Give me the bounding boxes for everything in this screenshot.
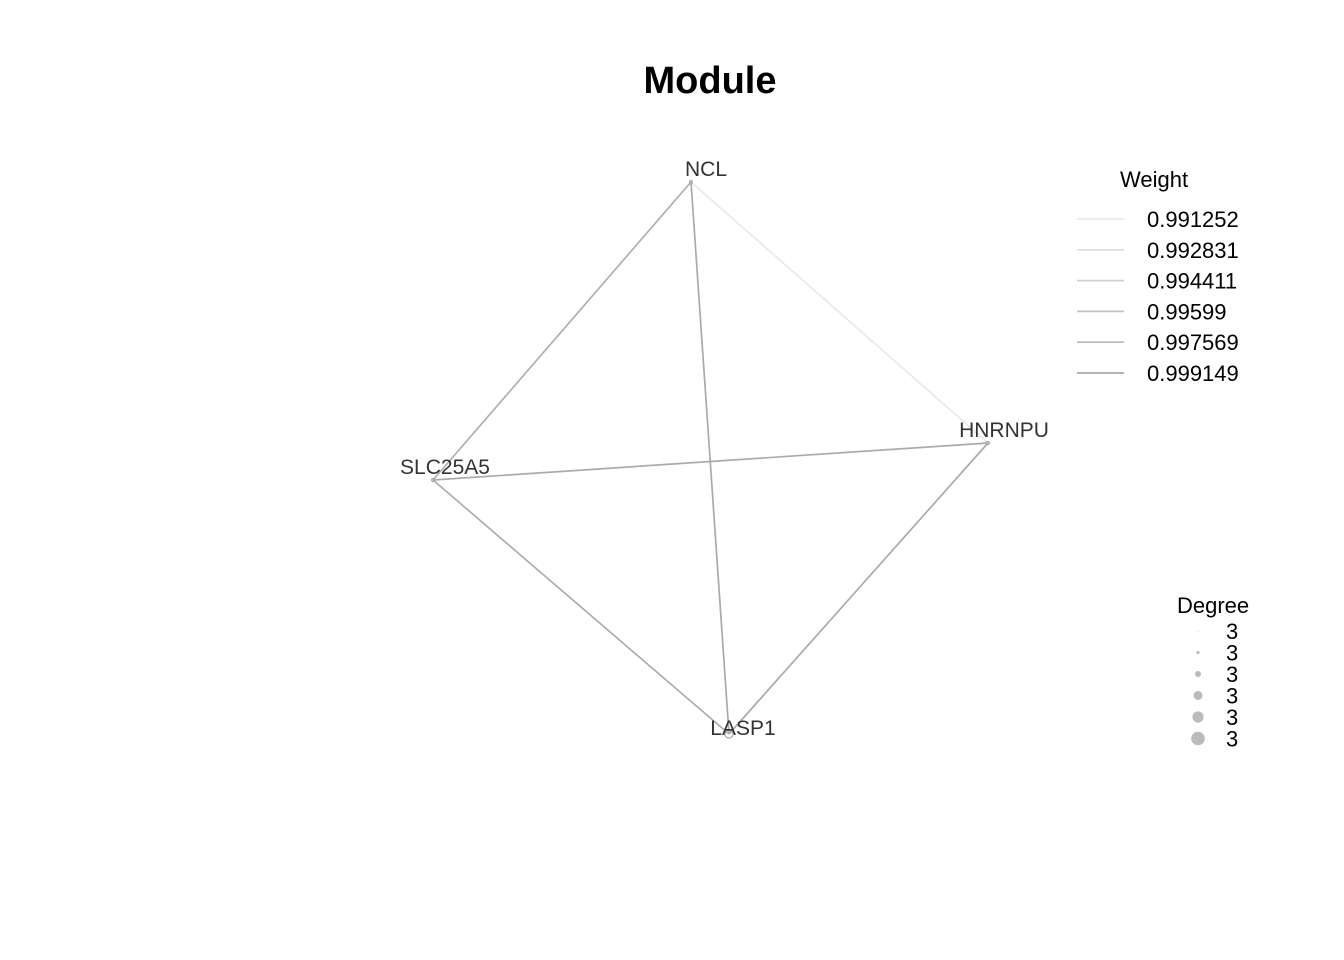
weight-legend-label: 0.997569 bbox=[1147, 330, 1239, 355]
node-slc25a5 bbox=[430, 477, 436, 483]
edge-hnrnpu-lasp1 bbox=[728, 442, 989, 735]
degree-legend-label: 3 bbox=[1226, 684, 1238, 709]
degree-legend-key bbox=[1192, 711, 1204, 723]
edge-ncl-lasp1 bbox=[690, 181, 730, 735]
weight-legend-label: 0.994411 bbox=[1147, 269, 1237, 294]
weight-legend-label: 0.999149 bbox=[1147, 361, 1239, 386]
node-hnrnpu bbox=[985, 440, 991, 446]
weight-legend-label: 0.991252 bbox=[1147, 207, 1239, 232]
node-label-lasp1: LASP1 bbox=[710, 717, 775, 740]
node-label-slc25a5: SLC25A5 bbox=[400, 456, 490, 479]
degree-legend-label: 3 bbox=[1226, 641, 1238, 666]
node-label-hnrnpu: HNRNPU bbox=[959, 419, 1049, 442]
edge-slc25a5-hnrnpu bbox=[432, 442, 989, 481]
degree-legend-title: Degree bbox=[1177, 593, 1249, 618]
degree-legend-label: 3 bbox=[1226, 619, 1238, 644]
weight-legend-label: 0.992831 bbox=[1147, 238, 1239, 263]
degree-legend-label: 3 bbox=[1226, 662, 1238, 687]
weight-legend-label: 0.99599 bbox=[1147, 299, 1227, 324]
degree-legend-key bbox=[1193, 691, 1203, 700]
degree-legend-label: 3 bbox=[1226, 705, 1238, 730]
node-label-ncl: NCL bbox=[685, 158, 727, 181]
weight-legend-title: Weight bbox=[1120, 167, 1188, 192]
edge-slc25a5-lasp1 bbox=[432, 479, 730, 735]
degree-legend-key bbox=[1191, 731, 1205, 746]
weight-legend: Weight 0.991252 0.992831 0.994411 0.99599 0.… bbox=[1077, 167, 1239, 386]
node-lasp1 bbox=[724, 729, 734, 739]
degree-legend-key bbox=[1197, 630, 1199, 632]
edge-ncl-hnrnpu bbox=[690, 181, 989, 444]
node-ncl bbox=[688, 179, 694, 185]
diagram-title: Module bbox=[644, 60, 777, 102]
degree-legend-key bbox=[1195, 671, 1201, 677]
degree-legend-label: 3 bbox=[1226, 727, 1238, 752]
edges-group bbox=[432, 181, 989, 735]
degree-legend-key bbox=[1196, 650, 1200, 655]
edge-ncl-slc25a5 bbox=[432, 181, 692, 481]
